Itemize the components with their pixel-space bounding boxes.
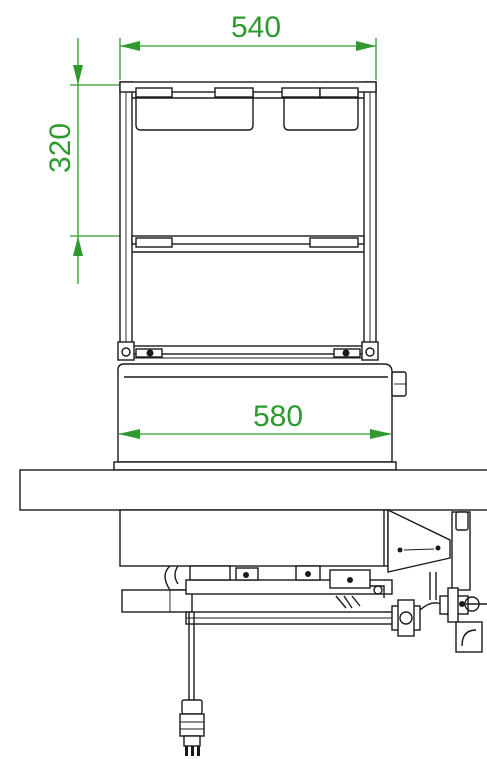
tray-right xyxy=(281,87,359,131)
plumbing xyxy=(121,565,487,653)
middle-shelf xyxy=(131,235,365,253)
tray-left xyxy=(135,87,254,131)
housing xyxy=(113,363,407,471)
dimension-top-width-label: 540 xyxy=(231,11,281,44)
dimension-rack-height-label: 320 xyxy=(44,123,77,173)
dimension-top-width: 540 xyxy=(119,11,377,80)
power-cord xyxy=(179,612,205,756)
tank xyxy=(119,508,471,591)
hinge-right xyxy=(333,341,379,361)
dimension-base-width: 580 xyxy=(118,400,392,439)
dimension-rack-height: 320 xyxy=(44,38,120,284)
hinge-left xyxy=(117,341,163,361)
countertop xyxy=(19,469,487,511)
dimension-base-width-label: 580 xyxy=(253,400,303,433)
upper-rack xyxy=(119,81,377,359)
